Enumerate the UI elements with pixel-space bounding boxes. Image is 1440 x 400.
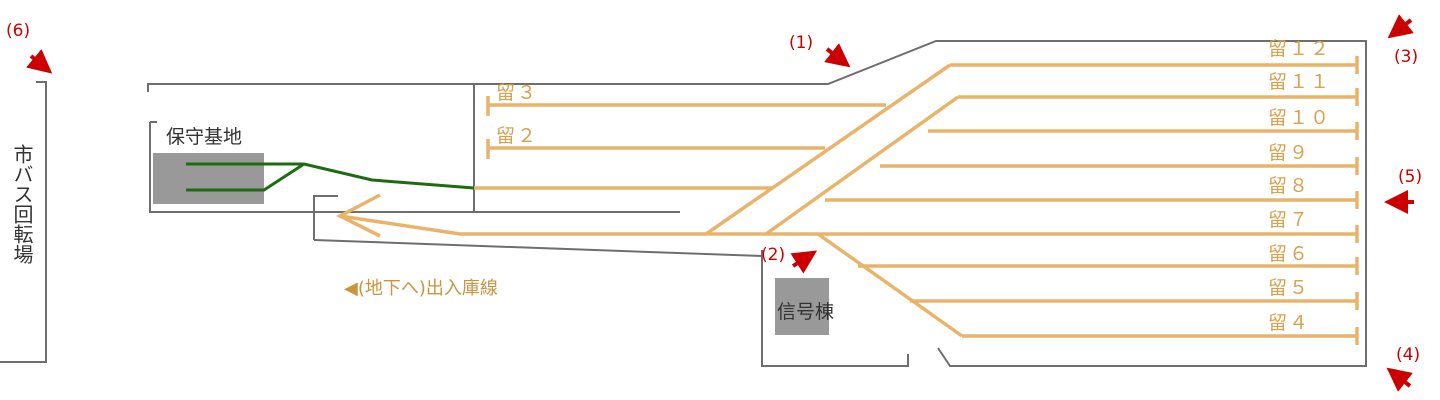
viewpoint-1-arrow bbox=[824, 43, 851, 68]
viewpoint-5-label: (5) bbox=[1398, 167, 1422, 187]
maintenance-tracks bbox=[186, 162, 475, 192]
depot-line bbox=[339, 214, 1357, 236]
depot-line-label: ◀(地下へ)出入庫線 bbox=[344, 278, 498, 299]
track-10-label: 留１０ bbox=[1268, 107, 1331, 129]
signal-building-label: 信号棟 bbox=[777, 301, 834, 323]
viewpoint-6-arrow bbox=[26, 49, 53, 74]
viewpoint-1-label: (1) bbox=[789, 33, 813, 53]
track-8-label: 留８ bbox=[1268, 175, 1310, 197]
track-6-label: 留６ bbox=[1268, 243, 1310, 265]
viewpoint-3-arrow bbox=[1387, 14, 1414, 39]
track-11-label: 留１１ bbox=[1268, 71, 1331, 93]
site-outline bbox=[0, 40, 1367, 367]
viewpoint-arrows bbox=[26, 14, 1414, 392]
maintenance-base-label: 保守基地 bbox=[166, 126, 242, 148]
viewpoint-4-arrow bbox=[1386, 367, 1413, 392]
track-3-label: 留３ bbox=[496, 82, 538, 104]
maintenance-spur-upper bbox=[186, 162, 475, 190]
track-5-label: 留５ bbox=[1268, 277, 1310, 299]
ladder-lower bbox=[816, 232, 964, 338]
track-7-label: 留７ bbox=[1268, 209, 1310, 231]
viewpoint-6-label: (6) bbox=[6, 21, 30, 41]
signal-building bbox=[775, 278, 829, 335]
track-12-label: 留１２ bbox=[1268, 38, 1331, 60]
viewpoint-4-label: (4) bbox=[1396, 345, 1420, 365]
viewpoint-3-label: (3) bbox=[1394, 47, 1418, 67]
depot-tunnel-outline bbox=[313, 195, 338, 240]
maintenance-spur-lower bbox=[186, 162, 305, 192]
viewpoint-2-label: (2) bbox=[761, 245, 785, 265]
depot-tunnel-lower bbox=[313, 239, 909, 367]
ladder-upper bbox=[705, 63, 951, 236]
track-9-label: 留９ bbox=[1268, 142, 1310, 164]
track-4-label: 留４ bbox=[1268, 312, 1310, 334]
bus-turnaround-label: 市バス回転場 bbox=[10, 144, 34, 264]
maintenance-building bbox=[153, 153, 264, 204]
viewpoint-2-arrow bbox=[790, 250, 818, 274]
yard-tracks bbox=[336, 63, 1357, 338]
upper-wall bbox=[147, 40, 1367, 367]
maintenance-area-outline bbox=[149, 84, 475, 213]
bus-turnaround-outline bbox=[0, 81, 47, 363]
track-2-label: 留２ bbox=[496, 125, 538, 147]
ladder-middle bbox=[764, 95, 960, 236]
depot-arrowhead bbox=[336, 193, 381, 238]
